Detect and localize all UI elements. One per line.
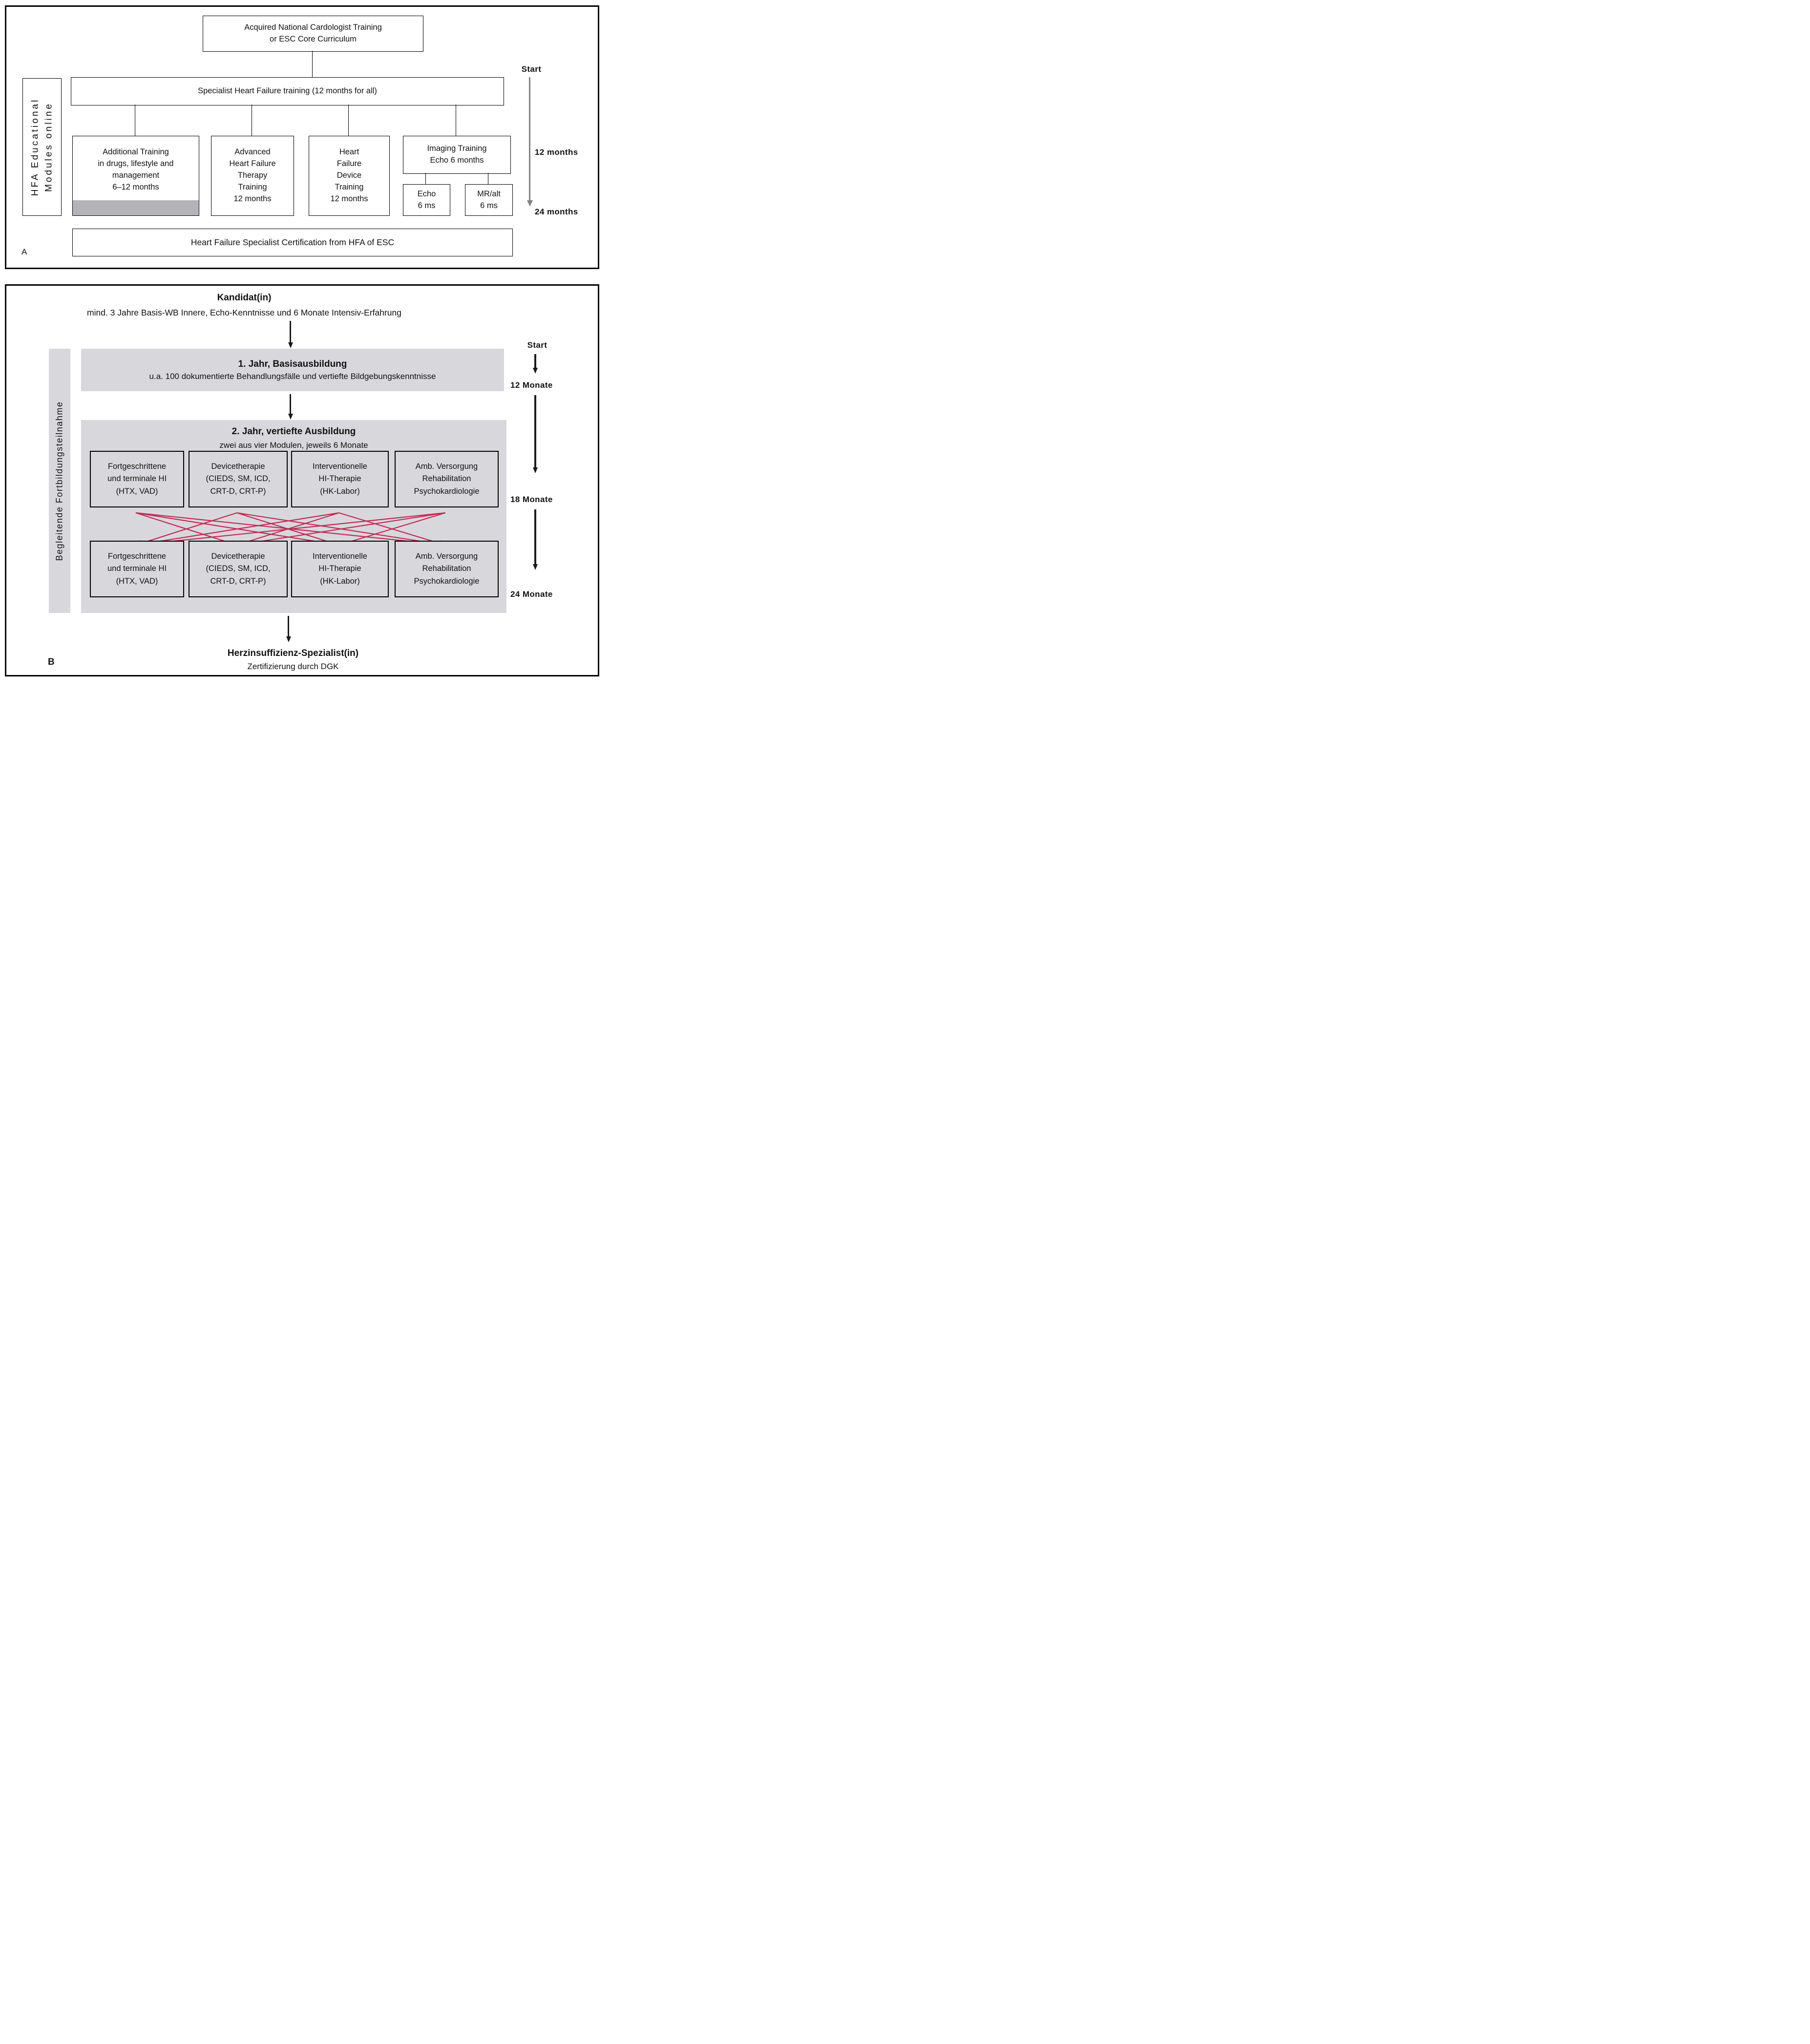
timeline-a-arrow xyxy=(529,77,531,201)
year1-subtitle: u.a. 100 dokumentierte Behandlungsfälle … xyxy=(149,371,436,381)
module-imaging-training-text: Imaging Training Echo 6 months xyxy=(427,144,487,165)
gray-strip xyxy=(73,200,199,215)
submodule-mr-alt: MR/alt 6 ms xyxy=(465,184,513,216)
module-b1-interventional: Interventionelle HI-Therapie (HK-Labor) xyxy=(291,451,389,507)
hfa-modules-box: HFA Educational Modules online xyxy=(22,78,62,216)
module-b2-advanced-hi: Fortgeschrittene und terminale HI (HTX, … xyxy=(90,541,184,597)
result-title: Herzinsuffizienz-Spezialist(in) xyxy=(227,648,359,658)
year1-title: 1. Jahr, Basisausbildung xyxy=(238,358,347,369)
submodule-echo: Echo 6 ms xyxy=(403,184,450,216)
specialist-training-text: Specialist Heart Failure training (12 mo… xyxy=(198,86,377,96)
specialist-training-box: Specialist Heart Failure training (12 mo… xyxy=(71,77,504,105)
module-b2-devicetherapy: Devicetherapie (CIEDS, SM, ICD, CRT-D, C… xyxy=(189,541,288,597)
acquired-training-text: Acquired National Cardologist Training o… xyxy=(244,23,382,43)
connector-module-3 xyxy=(348,105,349,136)
submodule-mr-alt-text: MR/alt 6 ms xyxy=(477,189,501,210)
module-b2-ambulatory: Amb. Versorgung Rehabilitation Psychokar… xyxy=(395,541,499,597)
timeline-b-arrow-3 xyxy=(534,509,536,564)
module-cross-arrows xyxy=(134,512,447,548)
side-strip-label: Begleitende Fortbildungsteilnahme xyxy=(54,401,64,561)
module-b1-devicetherapy: Devicetherapie (CIEDS, SM, ICD, CRT-D, C… xyxy=(189,451,288,507)
flow-arrow-candidate xyxy=(290,321,291,342)
module-b2-ambulatory-text: Amb. Versorgung Rehabilitation Psychokar… xyxy=(414,551,480,586)
module-advanced-therapy-text: Advanced Heart Failure Therapy Training … xyxy=(229,148,276,203)
connector-topbox xyxy=(312,51,313,77)
year2-box: 2. Jahr, vertiefte Ausbildung zwei aus v… xyxy=(81,420,506,613)
acquired-training-box: Acquired National Cardologist Training o… xyxy=(203,16,423,52)
certification-box: Heart Failure Specialist Certification f… xyxy=(72,229,513,256)
module-additional-training-text: Additional Training in drugs, lifestyle … xyxy=(98,148,174,191)
timeline-a-24months: 24 months xyxy=(535,207,578,216)
module-imaging-training: Imaging Training Echo 6 months xyxy=(403,136,511,174)
side-strip: Begleitende Fortbildungsteilnahme xyxy=(49,349,70,613)
panel-b-frame: Kandidat(in) mind. 3 Jahre Basis-WB Inne… xyxy=(5,284,599,676)
module-b2-interventional-text: Interventionelle HI-Therapie (HK-Labor) xyxy=(313,551,367,586)
panel-b-label: B xyxy=(48,657,55,667)
panel-a-frame: Acquired National Cardologist Training o… xyxy=(5,5,599,269)
module-b1-devicetherapy-text: Devicetherapie (CIEDS, SM, ICD, CRT-D, C… xyxy=(206,462,271,496)
candidate-subtitle: mind. 3 Jahre Basis-WB Innere, Echo-Kenn… xyxy=(87,308,401,317)
module-b1-advanced-hi: Fortgeschrittene und terminale HI (HTX, … xyxy=(90,451,184,507)
year2-subtitle: zwei aus vier Modulen, jeweils 6 Monate xyxy=(219,441,368,450)
module-b1-interventional-text: Interventionelle HI-Therapie (HK-Labor) xyxy=(313,462,367,496)
result-subtitle: Zertifizierung durch DGK xyxy=(247,662,339,671)
module-device-training: Heart Failure Device Training 12 months xyxy=(309,136,390,216)
module-additional-training: Additional Training in drugs, lifestyle … xyxy=(72,136,199,216)
panel-a-label: A xyxy=(21,247,27,256)
connector-echo xyxy=(425,173,426,184)
module-b1-advanced-hi-text: Fortgeschrittene und terminale HI (HTX, … xyxy=(107,462,167,496)
timeline-b-24monate: 24 Monate xyxy=(510,590,553,599)
timeline-b-18monate: 18 Monate xyxy=(510,495,553,504)
module-b2-devicetherapy-text: Devicetherapie (CIEDS, SM, ICD, CRT-D, C… xyxy=(206,551,271,586)
submodule-echo-text: Echo 6 ms xyxy=(417,189,436,210)
year2-title: 2. Jahr, vertiefte Ausbildung xyxy=(232,426,356,437)
year1-box: 1. Jahr, Basisausbildung u.a. 100 dokume… xyxy=(81,349,504,391)
module-b1-ambulatory: Amb. Versorgung Rehabilitation Psychokar… xyxy=(395,451,499,507)
module-advanced-therapy: Advanced Heart Failure Therapy Training … xyxy=(211,136,294,216)
hfa-modules-label: HFA Educational Modules online xyxy=(30,98,54,196)
module-b2-interventional: Interventionelle HI-Therapie (HK-Labor) xyxy=(291,541,389,597)
certification-text: Heart Failure Specialist Certification f… xyxy=(190,237,395,247)
module-device-training-text: Heart Failure Device Training 12 months xyxy=(330,148,368,203)
timeline-a-start: Start xyxy=(521,64,542,74)
timeline-b-start: Start xyxy=(527,340,547,350)
flow-arrow-result xyxy=(288,616,289,636)
timeline-b-arrow-1 xyxy=(534,354,536,368)
module-b1-ambulatory-text: Amb. Versorgung Rehabilitation Psychokar… xyxy=(414,462,480,496)
timeline-b-arrow-2 xyxy=(534,395,536,467)
timeline-b-12monate: 12 Monate xyxy=(510,380,553,390)
module-b2-advanced-hi-text: Fortgeschrittene und terminale HI (HTX, … xyxy=(107,551,167,586)
timeline-a-12months: 12 months xyxy=(535,148,578,157)
candidate-title: Kandidat(in) xyxy=(217,293,272,303)
flow-arrow-year1-year2 xyxy=(290,394,291,414)
